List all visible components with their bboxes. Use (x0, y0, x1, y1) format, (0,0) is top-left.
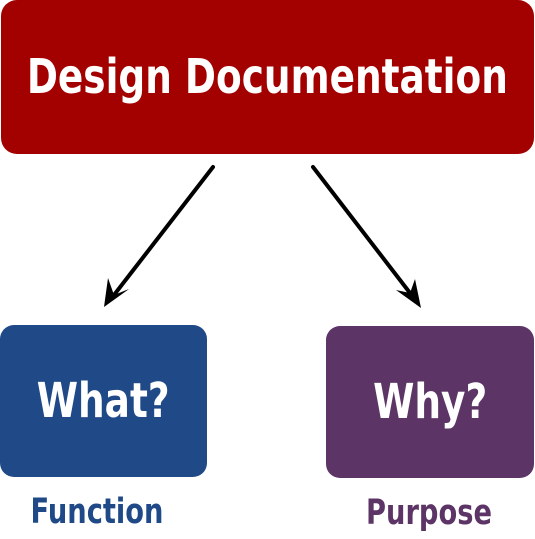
why-label: Why? (372, 374, 488, 430)
what-label: What? (37, 373, 170, 429)
purpose-caption: Purpose (366, 493, 492, 533)
arrow-to-what (104, 165, 215, 307)
design-documentation-label: Design Documentation (26, 49, 509, 105)
why-box: Why? (326, 326, 534, 478)
what-box: What? (0, 325, 207, 477)
design-documentation-box: Design Documentation (1, 0, 534, 154)
function-caption: Function (30, 492, 164, 532)
arrow-to-why (311, 165, 421, 308)
